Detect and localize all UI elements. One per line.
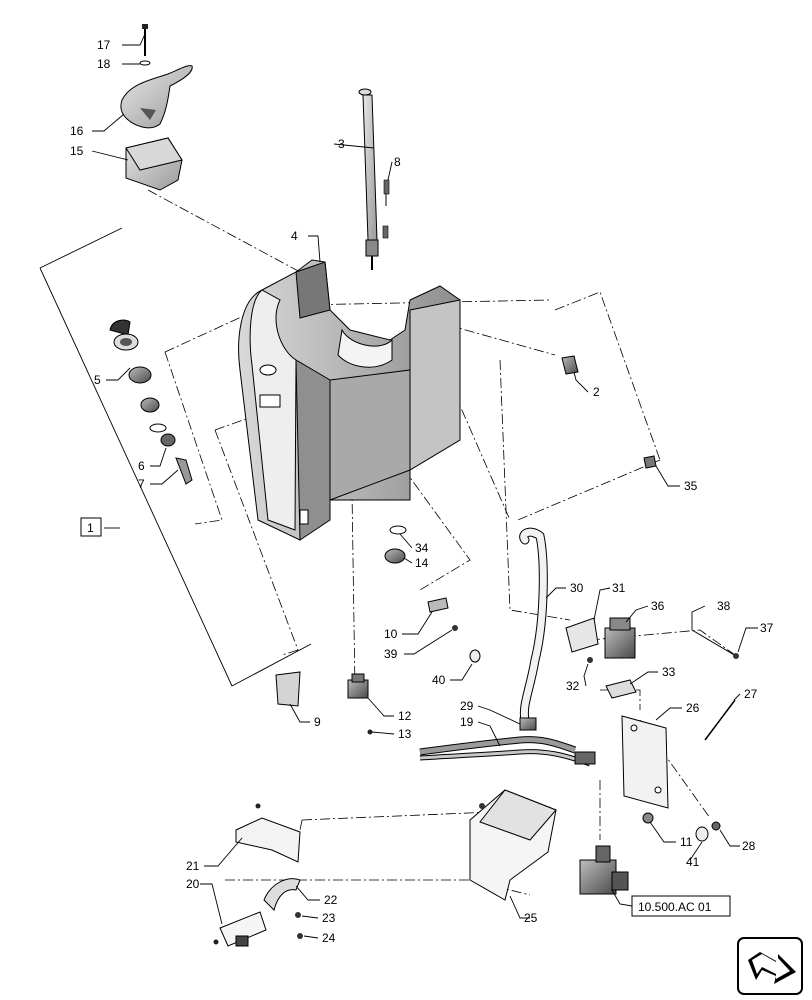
callout-40: 40 bbox=[432, 673, 446, 687]
part-37-bolt bbox=[733, 653, 739, 659]
part-19-linkage bbox=[419, 736, 596, 767]
part-4-console-housing bbox=[238, 259, 461, 541]
callout-31: 31 bbox=[612, 581, 626, 595]
callout-16: 16 bbox=[70, 124, 84, 138]
part-15-block bbox=[125, 137, 183, 191]
part-2-clip bbox=[561, 355, 579, 375]
callout-33: 33 bbox=[662, 665, 676, 679]
callout-1-box: 1 bbox=[80, 517, 102, 537]
callout-34: 34 bbox=[415, 541, 429, 555]
leader-lines bbox=[91, 33, 758, 939]
part-31-bracket bbox=[565, 617, 599, 653]
callout-32: 32 bbox=[566, 679, 580, 693]
part-17-screw bbox=[142, 24, 148, 56]
callout-11: 11 bbox=[680, 835, 693, 849]
callout-37: 37 bbox=[760, 621, 774, 635]
part-9-decal bbox=[275, 671, 301, 707]
part-27-bolt bbox=[704, 699, 736, 741]
part-29-fitting bbox=[519, 717, 537, 731]
part-5-ignition-switch bbox=[109, 319, 167, 433]
part-11-nut bbox=[642, 812, 654, 824]
callout-14: 14 bbox=[415, 556, 429, 570]
callout-22: 22 bbox=[324, 893, 338, 907]
part-35-clip bbox=[643, 455, 657, 469]
part-26-plate bbox=[621, 715, 669, 809]
group-bracket-1 bbox=[39, 227, 312, 687]
part-22-arm bbox=[263, 878, 301, 911]
callout-15: 15 bbox=[70, 144, 84, 158]
callout-39: 39 bbox=[384, 647, 398, 661]
callout-13: 13 bbox=[398, 727, 412, 741]
part-16-handle bbox=[120, 65, 193, 129]
callout-21: 21 bbox=[186, 859, 200, 873]
part-21-bracket bbox=[235, 803, 301, 863]
callout-29: 29 bbox=[460, 699, 474, 713]
callout-28: 28 bbox=[742, 839, 756, 853]
part-32-screw bbox=[587, 657, 593, 663]
part-33-plate bbox=[605, 679, 637, 699]
part-30-hose bbox=[519, 527, 548, 725]
part-39-screw bbox=[452, 625, 458, 631]
part-12-switch bbox=[347, 673, 369, 699]
callout-10: 10 bbox=[384, 627, 398, 641]
callout-24: 24 bbox=[322, 931, 336, 945]
callout-20: 20 bbox=[186, 877, 200, 891]
part-3-lever-rod bbox=[358, 88, 379, 270]
callout-41: 41 bbox=[686, 855, 700, 869]
callout-7: 7 bbox=[138, 477, 145, 491]
callout-3: 3 bbox=[338, 137, 345, 151]
callout-25: 25 bbox=[524, 911, 538, 925]
callout-26: 26 bbox=[686, 701, 700, 715]
part-6-nut bbox=[160, 433, 176, 447]
part-14-nut bbox=[384, 548, 406, 564]
callout-2: 2 bbox=[593, 385, 600, 399]
callout-35: 35 bbox=[684, 479, 698, 493]
callout-27: 27 bbox=[744, 687, 758, 701]
callout-1: 1 bbox=[87, 521, 94, 535]
callout-12: 12 bbox=[398, 709, 412, 723]
callout-9: 9 bbox=[314, 715, 321, 729]
callout-5: 5 bbox=[94, 373, 101, 387]
callout-6: 6 bbox=[138, 459, 145, 473]
part-23-spacer bbox=[295, 912, 301, 918]
next-page-arrow-icon[interactable] bbox=[737, 937, 803, 995]
reference-link-text[interactable]: 10.500.AC 01 bbox=[638, 900, 712, 914]
part-13-screw bbox=[367, 729, 373, 735]
part-valve-assembly bbox=[579, 845, 629, 895]
callout-8: 8 bbox=[394, 155, 401, 169]
callout-18: 18 bbox=[97, 57, 111, 71]
callout-19: 19 bbox=[460, 715, 474, 729]
callout-labels: 17 18 16 15 3 8 4 5 6 7 2 35 34 14 10 39… bbox=[70, 38, 774, 945]
part-8-pin bbox=[382, 179, 390, 239]
callout-23: 23 bbox=[322, 911, 336, 925]
part-34-washer bbox=[389, 525, 407, 535]
part-10-bracket bbox=[427, 597, 449, 613]
callout-30: 30 bbox=[570, 581, 584, 595]
part-7-connector bbox=[175, 457, 193, 485]
part-41-cap bbox=[695, 826, 709, 842]
part-20-pedal bbox=[213, 911, 267, 947]
callout-17: 17 bbox=[97, 38, 111, 52]
callout-38: 38 bbox=[717, 599, 731, 613]
reference-link[interactable]: 10.500.AC 01 bbox=[631, 895, 731, 917]
callout-36: 36 bbox=[651, 599, 665, 613]
part-40-cap bbox=[469, 649, 481, 663]
part-25-shield bbox=[469, 789, 557, 901]
callout-4: 4 bbox=[291, 229, 298, 243]
part-24-screw bbox=[297, 933, 303, 939]
part-38-rod bbox=[691, 629, 737, 657]
part-28-nut bbox=[711, 821, 721, 831]
part-18-washer bbox=[139, 60, 151, 66]
part-36-valve bbox=[604, 617, 636, 659]
